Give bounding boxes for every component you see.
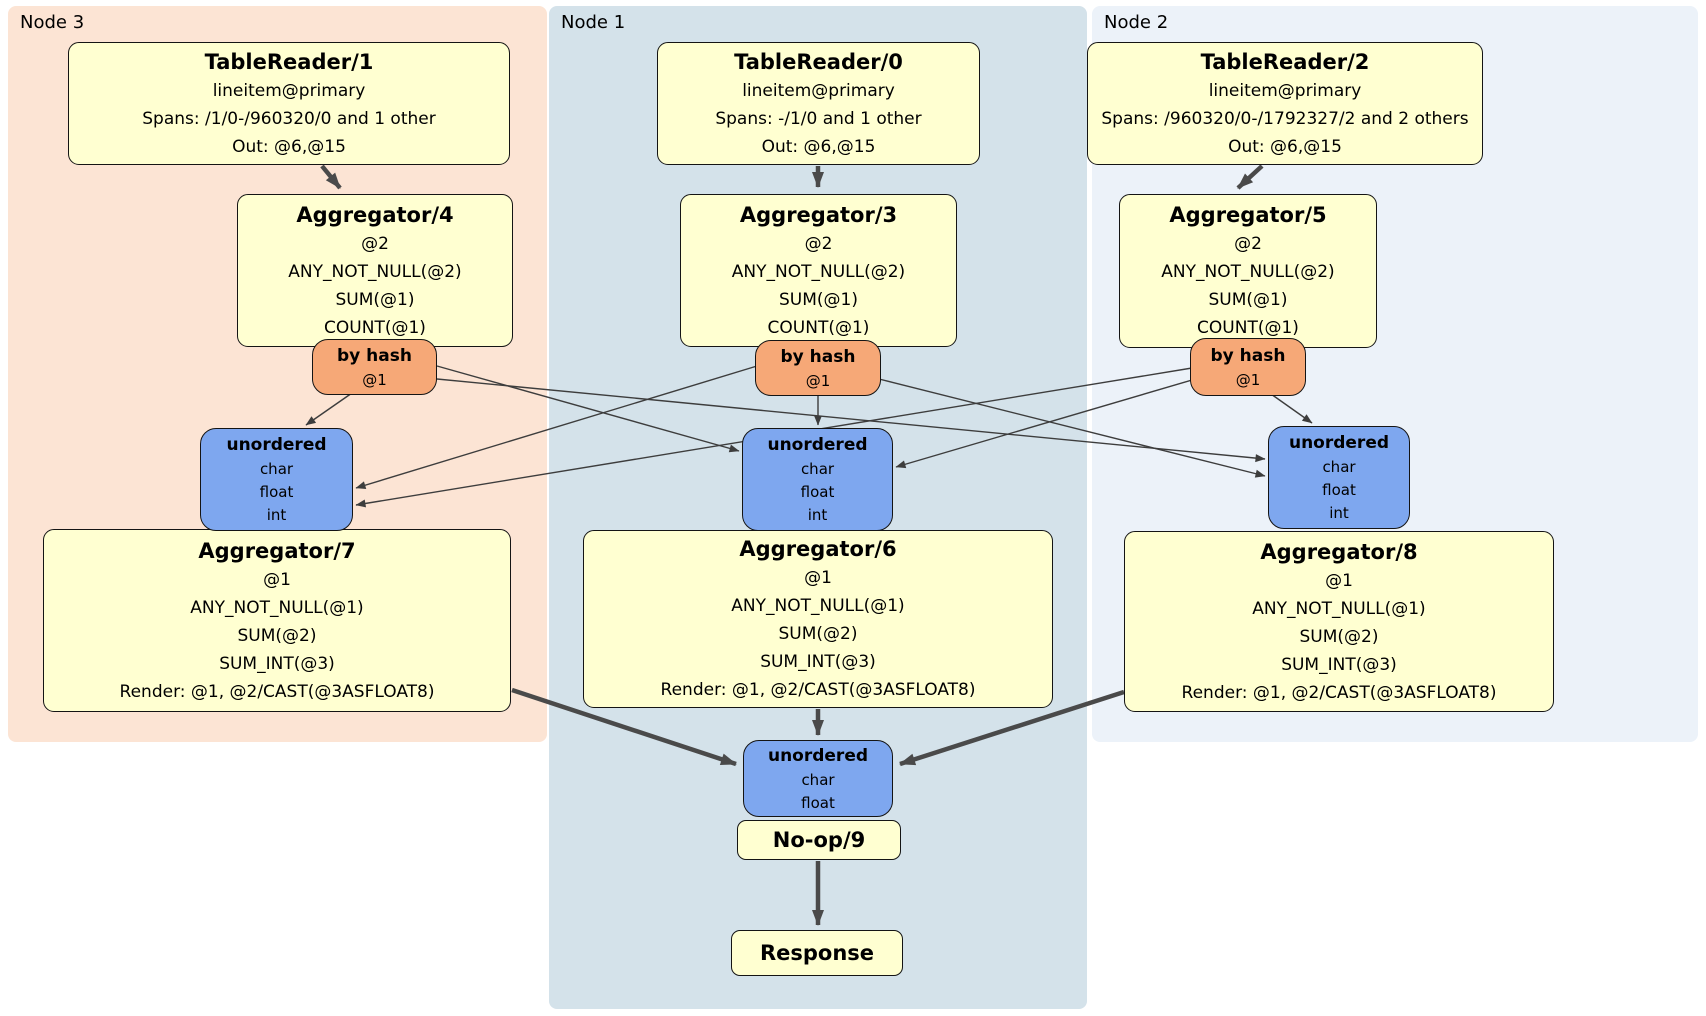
node-detail: SUM(@2) xyxy=(1299,626,1379,647)
node-detail: @2 xyxy=(804,233,833,254)
node-detail: lineitem@primary xyxy=(742,80,895,101)
sync-column: char xyxy=(1322,458,1356,476)
node-detail: SUM(@1) xyxy=(779,289,858,310)
node-detail: Render: @1, @2/CAST(@3ASFLOAT8) xyxy=(119,681,435,702)
node-detail: Render: @1, @2/CAST(@3ASFLOAT8) xyxy=(1181,682,1497,703)
node-title: Aggregator/6 xyxy=(739,537,897,561)
node-title: Aggregator/5 xyxy=(1169,203,1327,227)
node-detail: ANY_NOT_NULL(@2) xyxy=(731,261,906,282)
aggregator-8-node: Aggregator/8 @1 ANY_NOT_NULL(@1) SUM(@2)… xyxy=(1124,531,1554,712)
sync-title: unordered xyxy=(1288,433,1390,453)
tablereader-0-node: TableReader/0 lineitem@primary Spans: -/… xyxy=(657,42,980,165)
aggregator-6-node: Aggregator/6 @1 ANY_NOT_NULL(@1) SUM(@2)… xyxy=(583,530,1053,708)
node-detail: lineitem@primary xyxy=(212,80,366,101)
response-node: Response xyxy=(731,930,903,976)
aggregator-4-node: Aggregator/4 @2 ANY_NOT_NULL(@2) SUM(@1)… xyxy=(237,194,513,347)
node-detail: SUM(@2) xyxy=(237,625,317,646)
node-title: Aggregator/7 xyxy=(198,538,356,563)
sync-column: int xyxy=(807,506,828,524)
node-detail: @2 xyxy=(1234,234,1262,254)
node1-label: Node 1 xyxy=(561,12,626,33)
sync-column: int xyxy=(266,506,287,524)
router-title: by hash xyxy=(780,346,856,367)
node-detail: Render: @1, @2/CAST(@3ASFLOAT8) xyxy=(660,680,976,700)
node-detail: COUNT(@1) xyxy=(767,317,870,338)
node-title: No-op/9 xyxy=(772,828,866,852)
node-detail: SUM_INT(@3) xyxy=(219,653,335,674)
node-detail: @1 xyxy=(804,568,832,588)
hash-router-node3: by hash @1 xyxy=(312,339,437,395)
node-title: TableReader/0 xyxy=(734,49,903,74)
node-detail: SUM(@1) xyxy=(335,289,415,310)
router-title: by hash xyxy=(337,345,412,366)
node3-label: Node 3 xyxy=(20,12,85,33)
node-detail: COUNT(@1) xyxy=(324,317,426,338)
node-detail: SUM_INT(@3) xyxy=(760,652,876,672)
node-detail: ANY_NOT_NULL(@1) xyxy=(190,597,364,618)
sync-column: char xyxy=(259,460,294,478)
node-detail: @1 xyxy=(263,569,291,590)
node-detail: Out: @6,@15 xyxy=(232,136,346,157)
sync-column: char xyxy=(800,460,835,478)
sync-column: float xyxy=(801,793,835,812)
node-title: Aggregator/8 xyxy=(1260,539,1418,564)
sync-title: unordered xyxy=(226,435,327,455)
sync-column: int xyxy=(1329,504,1349,522)
sync-column: char xyxy=(801,770,835,789)
unordered-sync-output: unordered char float xyxy=(743,740,893,817)
router-key: @1 xyxy=(362,370,387,389)
node-detail: SUM(@2) xyxy=(778,624,858,644)
node-title: Aggregator/4 xyxy=(296,202,454,227)
node-detail: ANY_NOT_NULL(@2) xyxy=(288,261,462,282)
unordered-sync-node2: unordered char float int xyxy=(1268,426,1410,529)
unordered-sync-node1: unordered char float int xyxy=(742,428,893,531)
node-detail: Spans: -/1/0 and 1 other xyxy=(715,108,922,129)
node-detail: ANY_NOT_NULL(@1) xyxy=(731,596,905,616)
node-detail: @1 xyxy=(1325,570,1353,591)
node-detail: Spans: /1/0-/960320/0 and 1 other xyxy=(142,108,436,129)
router-key: @1 xyxy=(805,371,831,390)
sync-column: float xyxy=(800,483,835,501)
node-detail: @2 xyxy=(361,233,389,254)
aggregator-3-node: Aggregator/3 @2 ANY_NOT_NULL(@2) SUM(@1)… xyxy=(680,194,957,347)
node-detail: Spans: /960320/0-/1792327/2 and 2 others xyxy=(1101,108,1469,129)
hash-router-node2: by hash @1 xyxy=(1190,338,1306,396)
noop-node: No-op/9 xyxy=(737,820,901,860)
node-detail: ANY_NOT_NULL(@2) xyxy=(1161,262,1335,282)
node2-label: Node 2 xyxy=(1104,12,1169,33)
node-detail: COUNT(@1) xyxy=(1197,318,1299,338)
sync-column: float xyxy=(259,483,294,501)
node-title: TableReader/2 xyxy=(1200,49,1370,74)
sync-column: float xyxy=(1322,481,1356,499)
node-detail: ANY_NOT_NULL(@1) xyxy=(1252,598,1426,619)
tablereader-1-node: TableReader/1 lineitem@primary Spans: /1… xyxy=(68,42,510,165)
aggregator-5-node: Aggregator/5 @2 ANY_NOT_NULL(@2) SUM(@1)… xyxy=(1119,194,1377,348)
node-detail: lineitem@primary xyxy=(1208,80,1362,101)
hash-router-node1: by hash @1 xyxy=(755,340,881,396)
node-title: TableReader/1 xyxy=(204,49,374,74)
node-detail: SUM_INT(@3) xyxy=(1281,654,1397,675)
node-title: Aggregator/3 xyxy=(739,202,898,227)
node-detail: Out: @6,@15 xyxy=(761,136,876,157)
tablereader-2-node: TableReader/2 lineitem@primary Spans: /9… xyxy=(1087,42,1483,165)
sync-title: unordered xyxy=(767,435,868,455)
router-title: by hash xyxy=(1210,345,1286,366)
node-detail: SUM(@1) xyxy=(1208,290,1288,310)
sync-title: unordered xyxy=(767,745,869,766)
node-detail: Out: @6,@15 xyxy=(1228,136,1342,157)
node-title: Response xyxy=(759,941,875,965)
router-key: @1 xyxy=(1235,370,1261,389)
unordered-sync-node3: unordered char float int xyxy=(200,428,353,531)
aggregator-7-node: Aggregator/7 @1 ANY_NOT_NULL(@1) SUM(@2)… xyxy=(43,529,511,712)
